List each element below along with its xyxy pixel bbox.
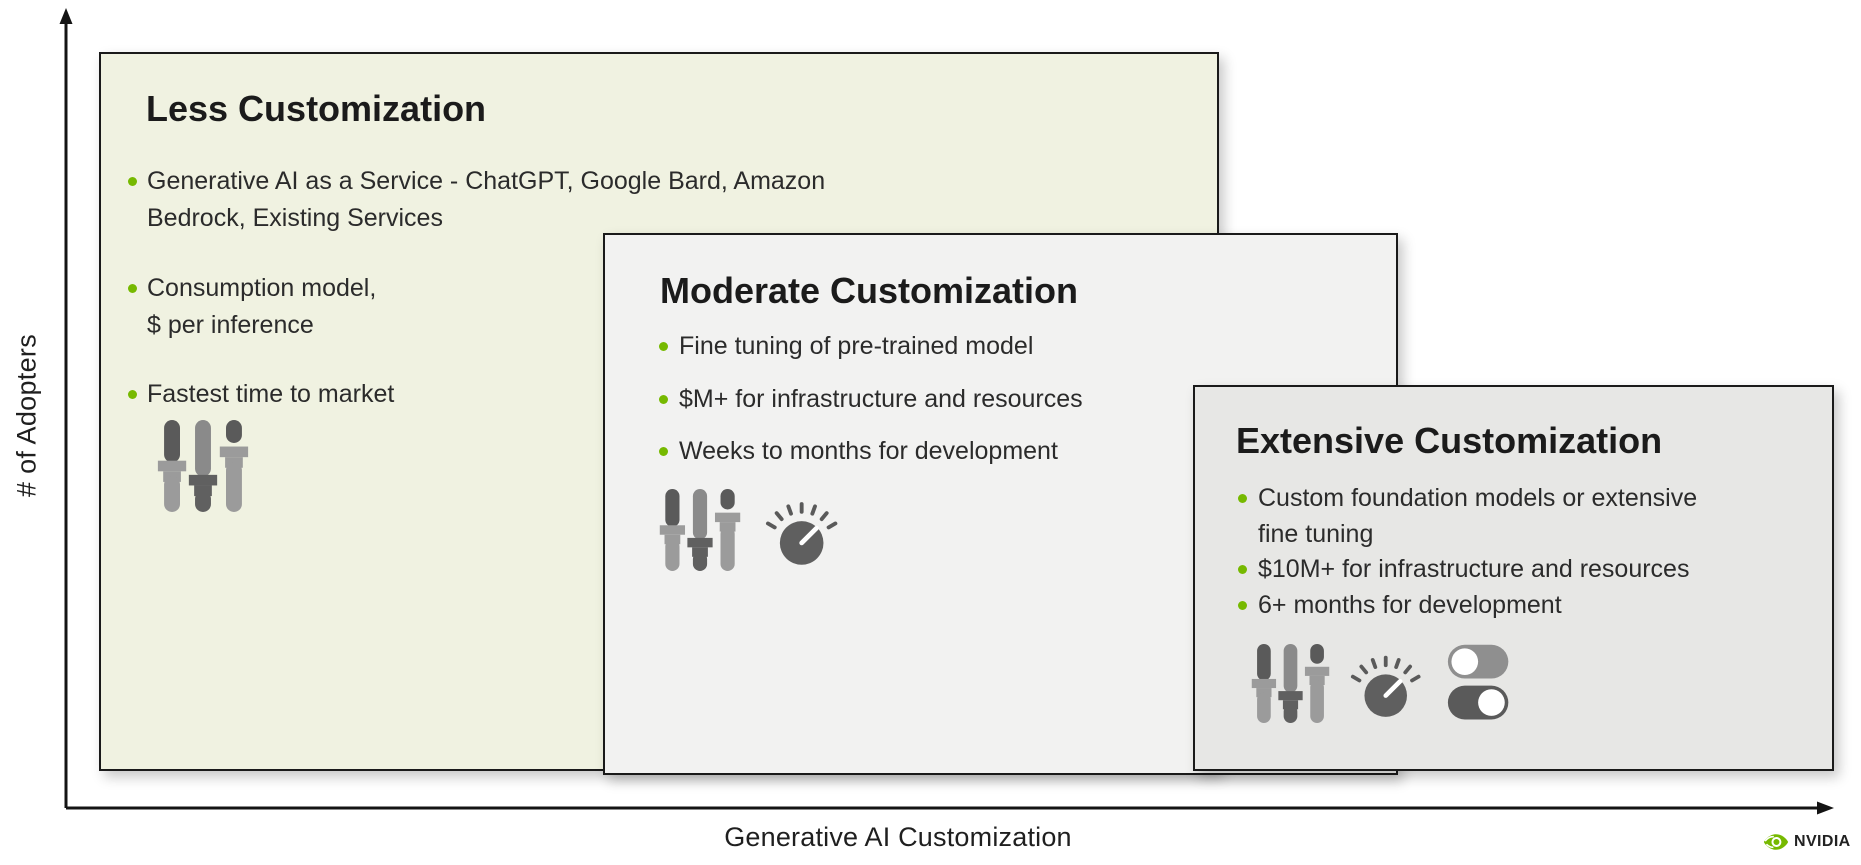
nvidia-eye-icon (1763, 833, 1789, 851)
sliders-icon (157, 420, 249, 512)
sliders-icon (659, 489, 741, 571)
bullet-item: $10M+ for infrastructure and resources (1238, 551, 1689, 587)
toggle-switches-icon (1446, 643, 1512, 723)
bullet-item: Consumption model, $ per inference (128, 270, 376, 344)
x-axis-arrow-icon (1817, 801, 1834, 815)
bullet-item: Generative AI as a Service - ChatGPT, Go… (128, 163, 825, 237)
extensive-box-title: Extensive Customization (1236, 420, 1663, 461)
bullet-text: Consumption model, $ per inference (147, 274, 377, 339)
bullet-dot (659, 447, 668, 456)
bullet-item: Weeks to months for development (659, 432, 1058, 470)
knob-dial-icon (1350, 644, 1426, 723)
knob-dial-icon (765, 490, 843, 571)
bullet-dot (1238, 565, 1247, 574)
nvidia-logo: NVIDIA (1763, 833, 1851, 851)
y-axis-arrow-icon (59, 8, 73, 24)
bullet-text: Weeks to months for development (679, 437, 1058, 465)
bullet-text: Fine tuning of pre-trained model (679, 332, 1034, 360)
bullet-text: Fastest time to market (147, 380, 395, 408)
icon-row (157, 420, 249, 512)
bullet-text: $M+ for infrastructure and resources (679, 385, 1083, 413)
bullet-item: Custom foundation models or extensive fi… (1238, 480, 1697, 552)
bullet-item: 6+ months for development (1238, 587, 1562, 623)
bullet-item: Fastest time to market (128, 376, 394, 413)
extensive-customization-box: Extensive Customization Custom foundatio… (1193, 385, 1834, 771)
bullet-dot (659, 342, 668, 351)
bullet-text: Custom foundation models or extensive fi… (1258, 484, 1698, 548)
bullet-dot (659, 395, 668, 404)
bullet-item: $M+ for infrastructure and resources (659, 380, 1083, 418)
y-axis-label: # of Adopters (11, 333, 42, 497)
less-box-title: Less Customization (146, 88, 487, 129)
bullet-dot (1238, 494, 1247, 503)
sliders-icon (1251, 644, 1330, 723)
bullet-text: Generative AI as a Service - ChatGPT, Go… (147, 167, 826, 232)
icon-row (1251, 643, 1512, 723)
bullet-text: 6+ months for development (1258, 591, 1562, 619)
moderate-box-title: Moderate Customization (660, 270, 1079, 311)
icon-row (659, 489, 843, 571)
bullet-dot (128, 390, 137, 399)
bullet-dot (128, 284, 137, 293)
bullet-dot (1238, 601, 1247, 610)
bullet-dot (128, 177, 137, 186)
x-axis-label: Generative AI Customization (724, 822, 1072, 852)
nvidia-logo-text: NVIDIA (1794, 833, 1851, 850)
bullet-item: Fine tuning of pre-trained model (659, 327, 1033, 365)
bullet-text: $10M+ for infrastructure and resources (1258, 555, 1690, 583)
